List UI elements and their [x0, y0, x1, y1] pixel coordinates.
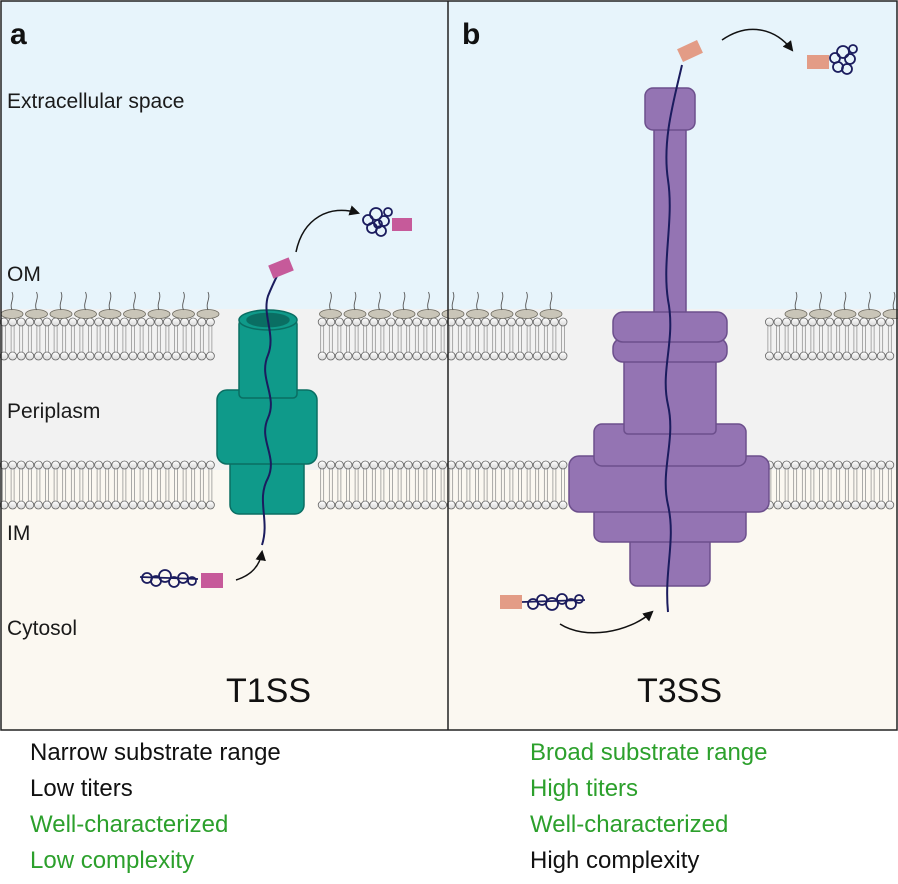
t3ss-signal-tag-secreted	[807, 55, 829, 69]
t3ss-injectisome	[568, 87, 770, 587]
t3ss-secreted-protein-tangle	[829, 44, 858, 75]
t3ss-needle-tip	[644, 87, 696, 131]
system-label-t1ss: T1SS	[226, 672, 311, 710]
t1ss-signal-tag-exiting	[268, 257, 294, 279]
cytosol-region	[1, 470, 897, 730]
t1ss-cytosolic-substrate-tangle	[139, 569, 199, 588]
region-label-cytosol: Cytosol	[7, 617, 77, 640]
t3ss-property: High titers	[530, 775, 639, 802]
figure-frame	[0, 0, 898, 731]
system-label-t3ss: T3SS	[637, 672, 722, 710]
t1ss-property: Well-characterized	[30, 811, 229, 838]
t1ss-middle-module	[216, 389, 318, 465]
t3ss-signal-tag-cytosolic	[500, 595, 522, 609]
t1ss-import-arrow	[235, 549, 266, 581]
panel-letter-b: b	[462, 18, 480, 51]
inner-membrane	[0, 460, 895, 510]
outer-membrane	[0, 291, 898, 361]
t1ss-property-list: Narrow substrate range Low titers Well-c…	[30, 735, 281, 879]
panel-letter-a: a	[10, 18, 27, 51]
t3ss-substrate-chain	[664, 64, 683, 613]
t1ss-property: Low titers	[30, 775, 133, 802]
t3ss-property: High complexity	[530, 847, 700, 874]
t1ss-substrate-chain	[261, 273, 279, 546]
region-label-periplasm: Periplasm	[7, 400, 100, 423]
t3ss-property: Broad substrate range	[530, 739, 768, 766]
t3ss-property: Well-characterized	[530, 811, 729, 838]
secretion-system-figure: a b Extracellular space OM Periplasm IM …	[0, 0, 898, 731]
periplasm-region	[1, 309, 897, 470]
region-label-extracellular: Extracellular space	[7, 90, 184, 113]
t3ss-property-list: Broad substrate range High titers Well-c…	[530, 735, 767, 879]
t3ss-signal-tag-exiting	[677, 40, 703, 62]
extracellular-region	[1, 1, 897, 309]
region-label-om: OM	[7, 263, 41, 286]
t1ss-property: Narrow substrate range	[30, 739, 281, 766]
t1ss-secreted-protein-tangle	[362, 207, 393, 237]
t1ss-property: Low complexity	[30, 847, 195, 874]
t1ss-signal-tag-cytosolic	[201, 573, 223, 588]
region-label-im: IM	[7, 522, 30, 545]
t3ss-cytosolic-substrate-tangle	[521, 593, 586, 611]
t3ss-export-arrow	[721, 28, 794, 52]
t1ss-export-arrow	[295, 205, 360, 253]
t3ss-import-arrow	[559, 610, 654, 634]
t1ss-signal-tag-secreted	[392, 218, 412, 231]
